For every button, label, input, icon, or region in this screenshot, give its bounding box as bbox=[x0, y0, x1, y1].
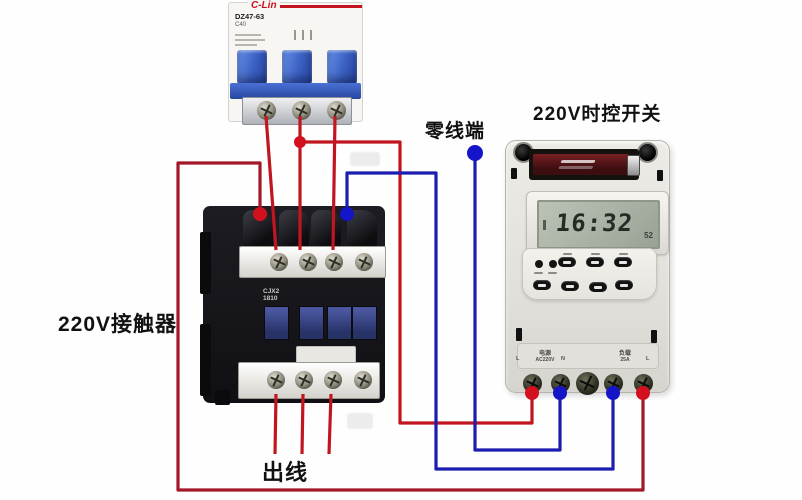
power-rating: AC220V bbox=[535, 357, 555, 363]
contactor-model: CJX2 1810 bbox=[263, 288, 279, 302]
breaker-model: DZ47-63 bbox=[235, 12, 265, 21]
contactor: CJX2 1810 bbox=[200, 206, 386, 405]
timer-button bbox=[614, 257, 632, 267]
breaker-spec: C40 bbox=[235, 22, 247, 28]
terminal-mark-N: N bbox=[561, 356, 565, 362]
breaker-brand: C-Lin bbox=[248, 0, 280, 11]
power-label-cn: 电源 bbox=[538, 351, 551, 357]
button-label-mark bbox=[591, 253, 600, 255]
circuit-breaker: C-Lin DZ47-63 C40 bbox=[228, 0, 363, 125]
breaker-toggle-1 bbox=[237, 50, 267, 84]
contactor-contact-window bbox=[299, 306, 324, 340]
mounting-slot bbox=[516, 328, 522, 341]
breaker-fine-print bbox=[235, 44, 257, 46]
breaker-terminal-strip bbox=[242, 97, 352, 125]
breaker-schematic-mark bbox=[294, 30, 296, 40]
breaker-schematic-mark bbox=[302, 30, 304, 40]
timer-terminal-screw-5 bbox=[634, 374, 653, 393]
mounting-hole-icon bbox=[637, 142, 658, 163]
wire-output-2 bbox=[300, 393, 305, 455]
wire-output-3 bbox=[327, 393, 333, 455]
watermark-blob bbox=[350, 152, 380, 166]
timer-terminal-screw-4 bbox=[604, 374, 623, 393]
terminal-mark-L-right: L bbox=[646, 356, 650, 362]
timer-terminal-screw-3 bbox=[576, 372, 599, 395]
contactor-contact-window bbox=[327, 306, 352, 340]
screw-icon bbox=[292, 101, 311, 120]
breaker-handle-bar bbox=[230, 83, 361, 99]
lcd-screen: 16:32 52 bbox=[537, 200, 660, 249]
contactor-model-line1: CJX2 bbox=[263, 288, 280, 295]
timer-button bbox=[615, 280, 633, 290]
timer-terminal-screw-2 bbox=[551, 374, 570, 393]
screw-icon bbox=[299, 253, 317, 271]
screw-icon bbox=[270, 253, 288, 271]
button-label-mark bbox=[534, 272, 543, 274]
button-label-mark bbox=[548, 272, 557, 274]
neutral-terminal-dot bbox=[467, 145, 483, 161]
vent-slot bbox=[657, 170, 663, 181]
output-label: 出线 bbox=[262, 460, 309, 485]
contactor-label: 220V接触器 bbox=[58, 313, 178, 336]
lcd-bezel: 16:32 52 bbox=[526, 191, 669, 255]
timer-terminal-screw-1 bbox=[523, 374, 542, 393]
load-terminal-label: 负载 25A bbox=[611, 348, 639, 363]
small-button bbox=[549, 260, 557, 268]
wire-output-1 bbox=[273, 393, 278, 455]
lcd-badge: 52 bbox=[644, 231, 653, 240]
timer-button bbox=[561, 281, 579, 291]
timer-button-panel bbox=[522, 248, 657, 300]
timer-switch: 16:32 52 L 电源 AC220V N bbox=[505, 140, 670, 395]
screw-icon bbox=[355, 253, 373, 271]
timer-button bbox=[533, 280, 551, 290]
power-terminal-label: 电源 AC220V bbox=[529, 348, 561, 363]
contactor-rail-clip bbox=[200, 232, 211, 294]
mounting-slot bbox=[651, 330, 657, 343]
screw-icon bbox=[325, 253, 343, 271]
load-label-cn: 负载 bbox=[618, 351, 631, 357]
button-label-mark bbox=[563, 253, 572, 255]
timer-button bbox=[589, 282, 607, 292]
small-button bbox=[535, 260, 543, 268]
breaker-fine-print bbox=[235, 39, 265, 41]
battery-compartment bbox=[529, 149, 640, 180]
breaker-schematic-mark bbox=[310, 30, 312, 40]
screw-icon bbox=[327, 101, 346, 120]
lcd-time: 16:32 bbox=[554, 209, 635, 237]
load-rating: 25A bbox=[620, 357, 630, 363]
contactor-bottom-terminal-strip bbox=[238, 362, 380, 399]
contactor-contact-window bbox=[352, 306, 377, 340]
screw-icon bbox=[354, 371, 372, 389]
screw-icon bbox=[324, 371, 342, 389]
screw-icon bbox=[267, 371, 285, 389]
contactor-model-line2: 1810 bbox=[263, 295, 278, 302]
timer-button bbox=[558, 257, 576, 267]
vent-slot bbox=[511, 168, 517, 179]
button-label-mark bbox=[619, 253, 628, 255]
contactor-rail-clip bbox=[200, 324, 211, 396]
timer-title: 220V时控开关 bbox=[533, 104, 662, 125]
breaker-red-stripe bbox=[252, 5, 362, 8]
breaker-toggle-2 bbox=[282, 50, 312, 84]
screw-icon bbox=[295, 371, 313, 389]
junction-dot-red bbox=[294, 136, 306, 148]
terminal-mark-L-left: L bbox=[516, 356, 520, 362]
timer-button bbox=[586, 257, 604, 267]
battery-cap bbox=[627, 155, 640, 176]
neutral-label: 零线端 bbox=[425, 121, 486, 142]
battery bbox=[533, 154, 640, 176]
breaker-fine-print bbox=[235, 34, 261, 36]
contactor-top-terminal-strip bbox=[239, 246, 386, 278]
contactor-contact-window bbox=[264, 306, 289, 340]
breaker-toggle-3 bbox=[327, 50, 357, 84]
contactor-rail-clip bbox=[215, 390, 230, 405]
watermark-blob bbox=[347, 413, 373, 429]
screw-icon bbox=[257, 101, 276, 120]
